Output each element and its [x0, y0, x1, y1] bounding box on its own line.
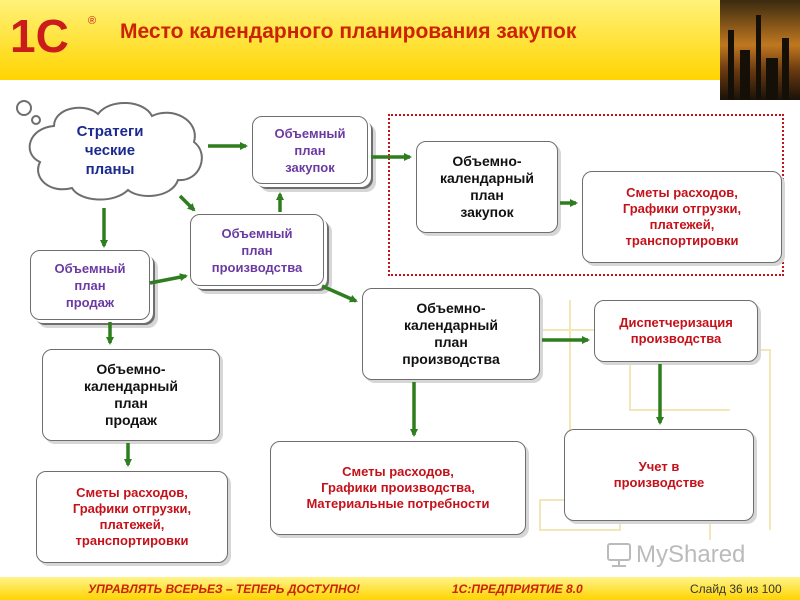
volume-purchase-plan-box: Объемный план закупок	[252, 116, 368, 184]
strategic-plans-label: Стратеги ческие планы	[76, 123, 144, 178]
footer-product: 1С:ПРЕДПРИЯТИЕ 8.0	[452, 582, 583, 596]
calendar-production-plan-box: Объемно- календарный план производства	[362, 288, 540, 380]
header-bar	[0, 0, 800, 80]
arrow-sales-to-production	[149, 273, 188, 285]
slide-counter: Слайд 36 из 100	[690, 582, 782, 596]
myshared-text: MyShared	[636, 541, 745, 568]
slide-title: Место календарного планирования закупок	[120, 20, 577, 43]
volume-sales-plan-box: Объемный план продаж	[30, 250, 150, 320]
calendar-sales-plan-box: Объемно- календарный план продаж	[42, 349, 220, 441]
purchase-planning-frame	[388, 114, 784, 276]
calendar-purchase-plan-box: Объемно- календарный план закупок	[416, 141, 558, 233]
logo-registered-mark: ®	[88, 15, 96, 27]
production-accounting-box: Учет в производстве	[564, 429, 754, 521]
volume-production-plan-box: Объемный план производства	[190, 214, 324, 286]
sales-budgets-box: Сметы расходов, Графики отгрузки, платеж…	[36, 471, 228, 563]
industrial-photo	[720, 0, 800, 100]
purchase-budgets-box: Сметы расходов, Графики отгрузки, платеж…	[582, 171, 782, 263]
dispatching-box: Диспетчеризация производства	[594, 300, 758, 362]
production-budgets-box: Сметы расходов, Графики производства, Ма…	[270, 441, 526, 535]
footer-bar	[0, 577, 800, 600]
footer-slogan: УПРАВЛЯТЬ ВСЕРЬЕЗ – ТЕПЕРЬ ДОСТУПНО!	[88, 582, 361, 596]
arrow-strategy-to-production	[178, 194, 196, 212]
logo-text: 1С	[10, 10, 69, 60]
1c-logo: 1С ®	[10, 10, 96, 60]
myshared-watermark: MyShared	[607, 541, 745, 568]
arrow-production-to-calendar	[321, 284, 358, 303]
cloud-shape	[16, 100, 203, 201]
